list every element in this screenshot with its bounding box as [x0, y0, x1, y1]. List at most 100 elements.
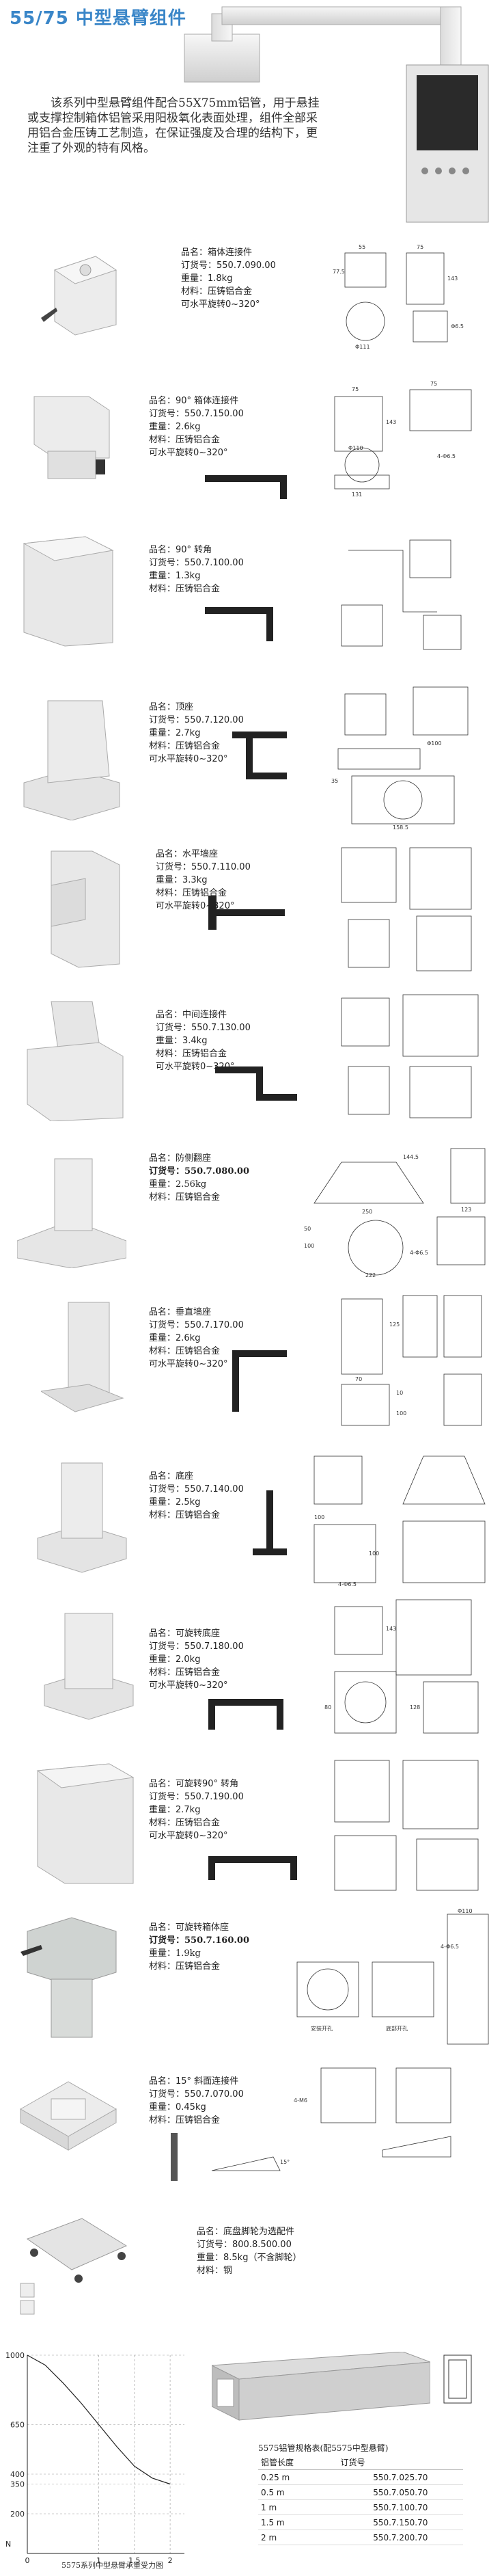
dimension-label: 250 [362, 1209, 372, 1215]
spec-row: 材料：压铸铝合金 [149, 741, 221, 751]
spec-row: 重量：3.3kg [156, 875, 208, 885]
technical-drawing [341, 847, 472, 971]
dimension-label: 100 [396, 1410, 406, 1417]
spec-row: 材料：压铸铝合金 [149, 1818, 221, 1828]
spec-row: 品名：水平墙座 [156, 849, 219, 859]
x-tick-label: 2 [168, 2556, 173, 2565]
spec-row: 订货号：550.7.100.00 [149, 558, 244, 568]
product-photo [51, 850, 120, 968]
spec-row: 订货号：550.7.080.00 [149, 1166, 249, 1177]
product-rotatable-base: 品名：可旋转底座订货号：550.7.180.00 重量：2.0kg 材料：压铸铝合金… [0, 1593, 502, 1740]
spec-row: 订货号：800.8.500.00 [197, 2240, 292, 2250]
spec-row: 品名：顶座 [149, 702, 194, 712]
product-photo [23, 700, 120, 820]
spec-row: 重量：1.8kg [181, 273, 233, 284]
technical-drawing [334, 1760, 479, 1891]
chart-caption: 5575系列中型悬臂承重受力图 [61, 2561, 163, 2570]
dimension-label: 131 [352, 492, 362, 498]
product-photo [17, 1158, 126, 1268]
spec-row: 可水平旋转0~320° [156, 1062, 235, 1072]
spec-row: 重量：1.3kg [149, 571, 201, 581]
product-photo [44, 1613, 134, 1720]
spec-row: 订货号：550.7.180.00 [149, 1641, 244, 1652]
spec-row: 重量：2.6kg [149, 1333, 201, 1343]
dimension-label: 底部开孔 [386, 2025, 408, 2032]
product-photo [41, 256, 117, 336]
spec-row: 订货号：550.7.110.00 [156, 862, 251, 872]
spec-row: 品名：90° 转角 [149, 545, 212, 555]
product-photo [33, 396, 110, 479]
dimension-label: 75 [430, 381, 437, 387]
dimension-label: 123 [461, 1207, 471, 1213]
dimension-label: Φ110 [458, 1908, 473, 1914]
spec-row: 品名：可旋转箱体座 [149, 1922, 229, 1933]
col-header: 订货号 [337, 2455, 463, 2470]
spec-row: 品名：15° 斜面连接件 [149, 2076, 239, 2087]
dimension-label: 4-Φ6.5 [338, 1581, 357, 1587]
spec-row: 材料：压铸铝合金 [149, 1346, 221, 1356]
technical-drawing [341, 539, 462, 650]
spec-row: 材料：压铸铝合金 [149, 1667, 221, 1678]
y-tick-label: 650 [10, 2421, 25, 2430]
dimension-label: 100 [304, 1243, 314, 1249]
assembly-thumbnail [205, 475, 287, 499]
spec-row: 可水平旋转0~320° [181, 299, 260, 310]
dimension-label: Φ110 [348, 445, 363, 451]
product-photo [23, 536, 114, 647]
y-tick-label: 1000 [5, 2351, 25, 2360]
spec-row: 重量：2.0kg [149, 1654, 201, 1665]
spec-row: 重量：3.4kg [156, 1036, 208, 1046]
spec-row: 订货号：550.7.190.00 [149, 1792, 244, 1802]
dimension-label: 128 [410, 1704, 420, 1710]
dimension-label: 80 [324, 1704, 331, 1710]
assembly-thumbnail [171, 2133, 178, 2181]
dimension-label: 安装开孔 [311, 2025, 333, 2032]
product-photo [36, 1763, 135, 1884]
spec-row: 重量：2.7kg [149, 1805, 201, 1815]
spec-row: 品名：90° 箱体连接件 [149, 396, 239, 406]
dimension-label: Φ100 [427, 740, 442, 747]
product-photo [20, 2218, 128, 2315]
dimension-label: 4-Φ6.5 [410, 1250, 428, 1256]
assembly-thumbnail [208, 896, 285, 930]
x-tick-label: 1.5 [128, 2556, 141, 2565]
spec-row: 重量：1.9kg [149, 1948, 201, 1959]
assembly-thumbnail [208, 1699, 283, 1730]
technical-drawing: Φ1104-Φ6.5 安装开孔底部开孔 [296, 1908, 489, 2045]
product-photo [41, 1302, 124, 1412]
assembly-thumbnail [253, 1490, 287, 1555]
chart-grid [27, 2354, 184, 2553]
spec-row: 材料：钢 [197, 2266, 233, 2276]
page-title: 55/75 中型悬臂组件 [10, 8, 186, 29]
tube-section-drawing [443, 2354, 472, 2404]
spec-row: 品名：可旋转底座 [149, 1628, 221, 1639]
spec-row: 可水平旋转0~320° [149, 1359, 228, 1369]
spec-row: 材料：压铸铝合金 [149, 1510, 221, 1520]
chart-axes [27, 2355, 184, 2554]
spec-row: 可水平旋转0~320° [149, 1680, 228, 1691]
spec-row: 订货号：550.7.150.00 [149, 409, 244, 419]
spec-row: 重量：2.56kg [149, 1179, 207, 1190]
product-photo [37, 1462, 127, 1573]
